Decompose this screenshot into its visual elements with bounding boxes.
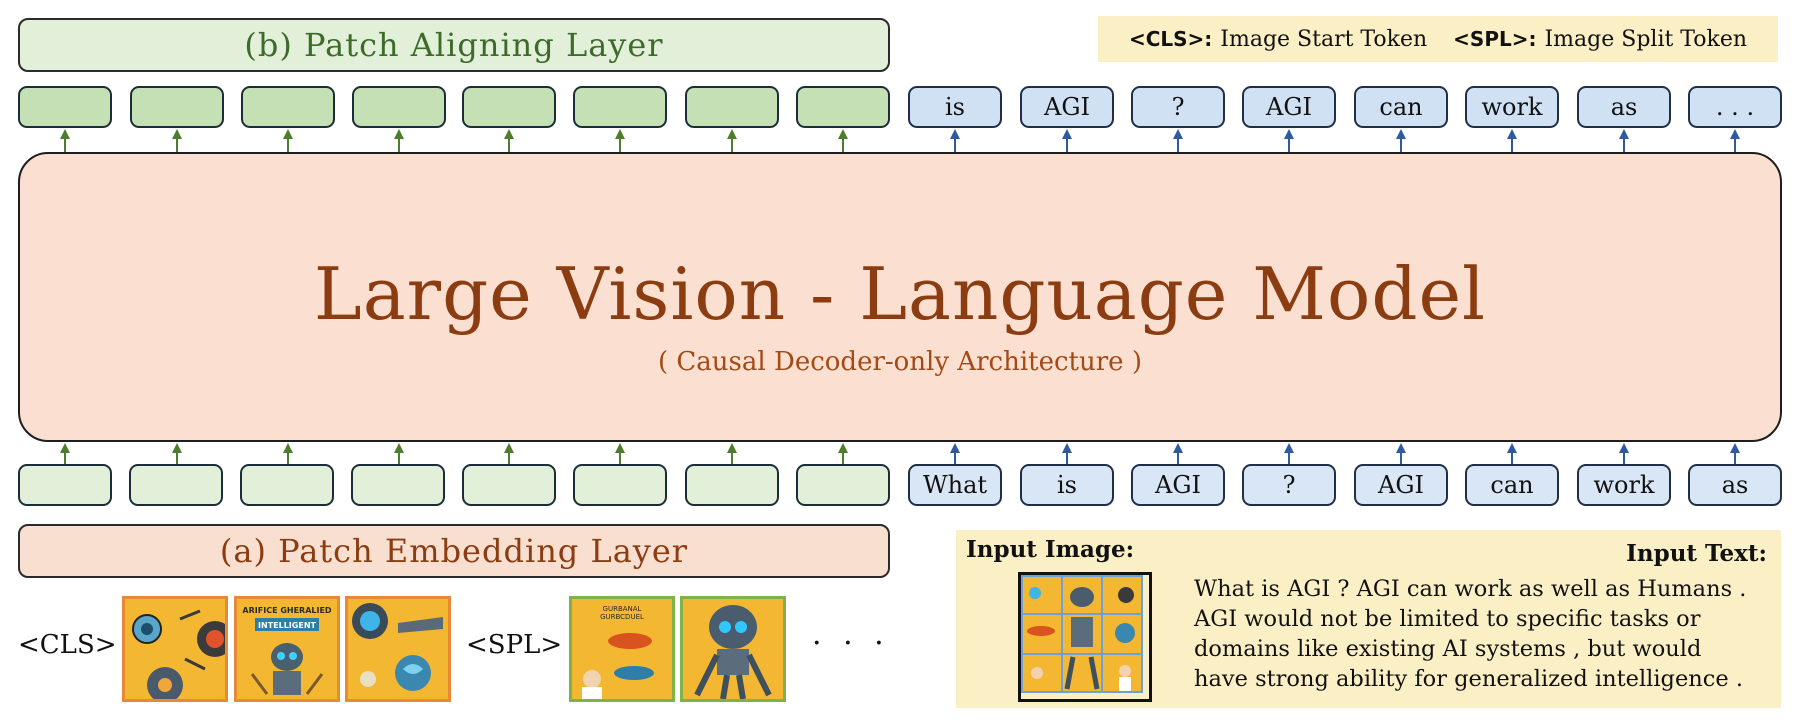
more-patches-ellipsis: · · ·: [812, 626, 890, 661]
legend-cls-key: <CLS>:: [1128, 27, 1213, 51]
output-image-patch: [130, 86, 224, 128]
output-text-token: AGI: [1020, 86, 1114, 128]
image-patch-thumbnail: [122, 596, 228, 702]
output-text-token: is: [908, 86, 1002, 128]
input-text-token: is: [1020, 464, 1114, 506]
cls-token-label: <CLS>: [18, 630, 117, 660]
input-image-label: Input Image:: [966, 536, 1135, 563]
legend-spl-key: <SPL>:: [1453, 27, 1537, 51]
spl-token-label: <SPL>: [466, 630, 563, 660]
thumbnail-text-line: GURBCDUEL: [600, 613, 644, 621]
input-text-line: have strong ability for generalized inte…: [1194, 666, 1743, 692]
input-image-patch: [18, 464, 112, 506]
input-text-line: What is AGI ? AGI can work as well as Hu…: [1194, 576, 1747, 602]
legend-cls-desc: Image Start Token: [1220, 26, 1428, 52]
output-text-token: work: [1465, 86, 1559, 128]
input-text-line: domains like existing AI systems , but w…: [1194, 636, 1702, 662]
output-text-token: ?: [1131, 86, 1225, 128]
output-image-patch: [573, 86, 667, 128]
output-text-token: can: [1354, 86, 1448, 128]
thumbnail-text-line: ARIFICE GHERALIED: [242, 606, 332, 615]
model-subtitle: ( Causal Decoder-only Architecture ): [658, 347, 1142, 377]
legend-spl-desc: Image Split Token: [1544, 26, 1748, 52]
image-patch-thumbnail: [345, 596, 451, 702]
output-image-patch: [796, 86, 890, 128]
image-patch-thumbnail: GURBANAL GURBCDUEL: [569, 596, 675, 702]
thumbnail-text-line: GURBANAL: [603, 605, 642, 613]
input-image-patch: [129, 464, 223, 506]
output-image-patch: [241, 86, 335, 128]
input-text-label: Input Text:: [1626, 540, 1767, 567]
input-image-patch: [685, 464, 779, 506]
input-text-token: as: [1688, 464, 1782, 506]
input-image-patch: [796, 464, 890, 506]
token-legend: <CLS>: Image Start Token <SPL>: Image Sp…: [1098, 16, 1778, 62]
output-text-token: AGI: [1242, 86, 1336, 128]
input-text-body: What is AGI ? AGI can work as well as Hu…: [1194, 574, 1762, 694]
input-text-token: What: [908, 464, 1002, 506]
input-text-token: work: [1577, 464, 1671, 506]
output-text-token: as: [1577, 86, 1671, 128]
vision-language-model-box: Large Vision - Language Model ( Causal D…: [18, 152, 1782, 442]
input-panel: Input Image: Input Text: What is AGI ? A…: [956, 530, 1781, 708]
patch-embedding-layer: (a) Patch Embedding Layer: [18, 524, 890, 578]
input-text-token: AGI: [1354, 464, 1448, 506]
image-patch-thumbnail: ARIFICE GHERALIED INTELLIGENT: [234, 596, 340, 702]
output-text-token: . . .: [1688, 86, 1782, 128]
image-patch-thumbnail: [680, 596, 786, 702]
patch-embedding-layer-label: (a) Patch Embedding Layer: [219, 532, 689, 570]
input-image-patch: [462, 464, 556, 506]
input-image-patch: [573, 464, 667, 506]
output-image-patch: [685, 86, 779, 128]
input-text-token: ?: [1242, 464, 1336, 506]
output-image-patch: [462, 86, 556, 128]
input-image-patch: [351, 464, 445, 506]
model-title: Large Vision - Language Model: [313, 252, 1487, 336]
input-text-line: AGI would not be limited to specific tas…: [1194, 606, 1701, 632]
thumbnail-text-line: INTELLIGENT: [258, 621, 316, 630]
patch-aligning-layer: (b) Patch Aligning Layer: [18, 18, 890, 72]
input-text-token: can: [1465, 464, 1559, 506]
output-image-patch: [18, 86, 112, 128]
output-image-patch: [352, 86, 446, 128]
input-image-thumbnail: [1018, 572, 1152, 702]
input-image-patch: [240, 464, 334, 506]
patch-aligning-layer-label: (b) Patch Aligning Layer: [244, 26, 664, 64]
input-text-token: AGI: [1131, 464, 1225, 506]
